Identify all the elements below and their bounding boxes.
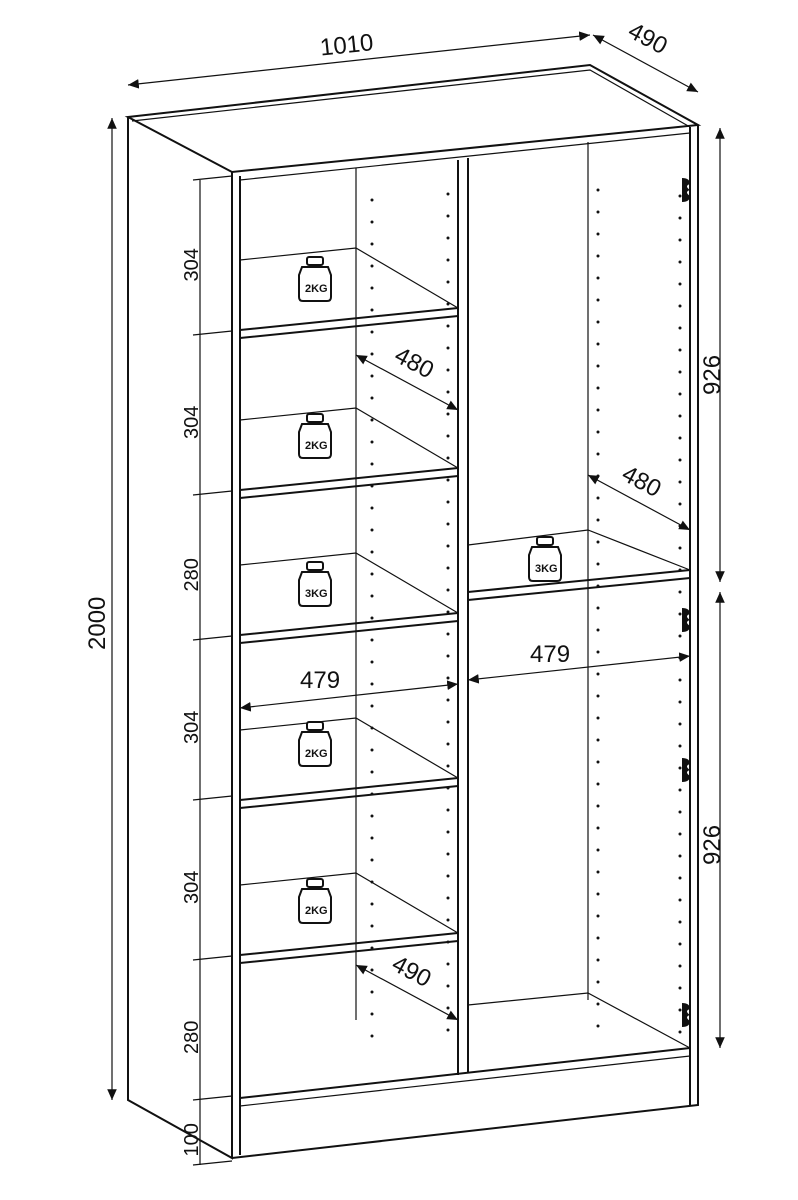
weight-icon: 2KG [298, 721, 332, 767]
weight-icon: 2KG [298, 878, 332, 924]
left-gap-dimension: 304 [181, 406, 203, 439]
height-dimension: 2000 [84, 597, 111, 650]
hinge-icon [682, 178, 690, 202]
left-inner-width: 479 [300, 667, 340, 694]
left-gap-dimension: 100 [181, 1123, 203, 1156]
weight-icon: 3KG [528, 536, 562, 582]
shelf [239, 872, 459, 964]
depth-dimension: 490 [624, 17, 672, 60]
svg-text:2KG: 2KG [305, 748, 328, 760]
svg-text:2KG: 2KG [305, 283, 328, 295]
weight-icon: 2KG [298, 256, 332, 302]
shelf [239, 407, 459, 499]
svg-text:2KG: 2KG [305, 905, 328, 917]
left-gap-dimension: 304 [181, 871, 203, 904]
svg-text:3KG: 3KG [535, 563, 558, 575]
shelf-depth-upper: 480 [390, 342, 438, 385]
hinge-icon [682, 1003, 690, 1027]
left-gap-dimension: 304 [181, 248, 203, 281]
dimension-lines [107, 31, 725, 1166]
hinge-icon [682, 758, 690, 782]
shelf [239, 552, 459, 644]
svg-text:2KG: 2KG [305, 440, 328, 452]
shelf-depth-lower: 490 [387, 950, 435, 993]
shelf [239, 717, 459, 809]
hinge-icon [682, 608, 690, 632]
shelf [239, 247, 459, 339]
left-gap-dimension: 280 [181, 1021, 203, 1054]
svg-text:3KG: 3KG [305, 588, 328, 600]
right-lower-height: 926 [699, 825, 726, 865]
weight-icon: 2KG [298, 413, 332, 459]
weight-icon: 3KG [298, 561, 332, 607]
width-dimension: 1010 [319, 29, 375, 61]
right-inner-width: 479 [530, 641, 570, 668]
shelf-depth-right: 480 [617, 460, 665, 503]
cabinet-body [124, 63, 702, 1160]
right-upper-height: 926 [699, 355, 726, 395]
left-gap-dimension: 304 [181, 711, 203, 744]
left-gap-dimension: 280 [181, 558, 203, 591]
